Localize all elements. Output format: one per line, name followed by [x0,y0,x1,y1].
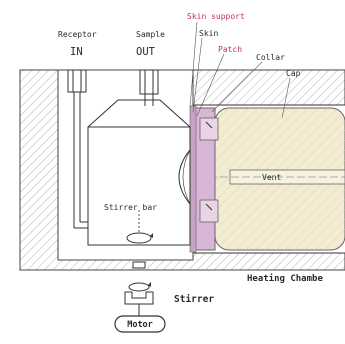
cap [165,107,345,251]
skin-support-label: Skin support [187,12,245,21]
sample-label: Sample [136,30,165,39]
out-label: OUT [136,46,156,58]
stirrer-bar [126,210,153,244]
collar [189,105,219,253]
receptor-label: Receptor [58,30,97,39]
vent-label: Vent [262,173,281,182]
stirrer-bar-label: Stirrer bar [104,203,157,212]
motor-housing [114,315,166,333]
heating-chamber-label: Heating Chambe [247,273,323,284]
stirrer-assembly [114,261,166,333]
patch-label: Patch [218,45,242,54]
in-label: IN [70,46,83,58]
skin-label: Skin [199,29,218,38]
receptor-cell [87,99,191,246]
stirrer-label: Stirrer [174,294,214,305]
cap-label: Cap [286,69,301,78]
sample-outlet-tube [139,69,159,106]
collar-label: Collar [256,53,285,62]
receptor-inlet-tube [67,69,88,229]
leader-lines [189,21,291,119]
motor-label: Motor [127,320,153,330]
